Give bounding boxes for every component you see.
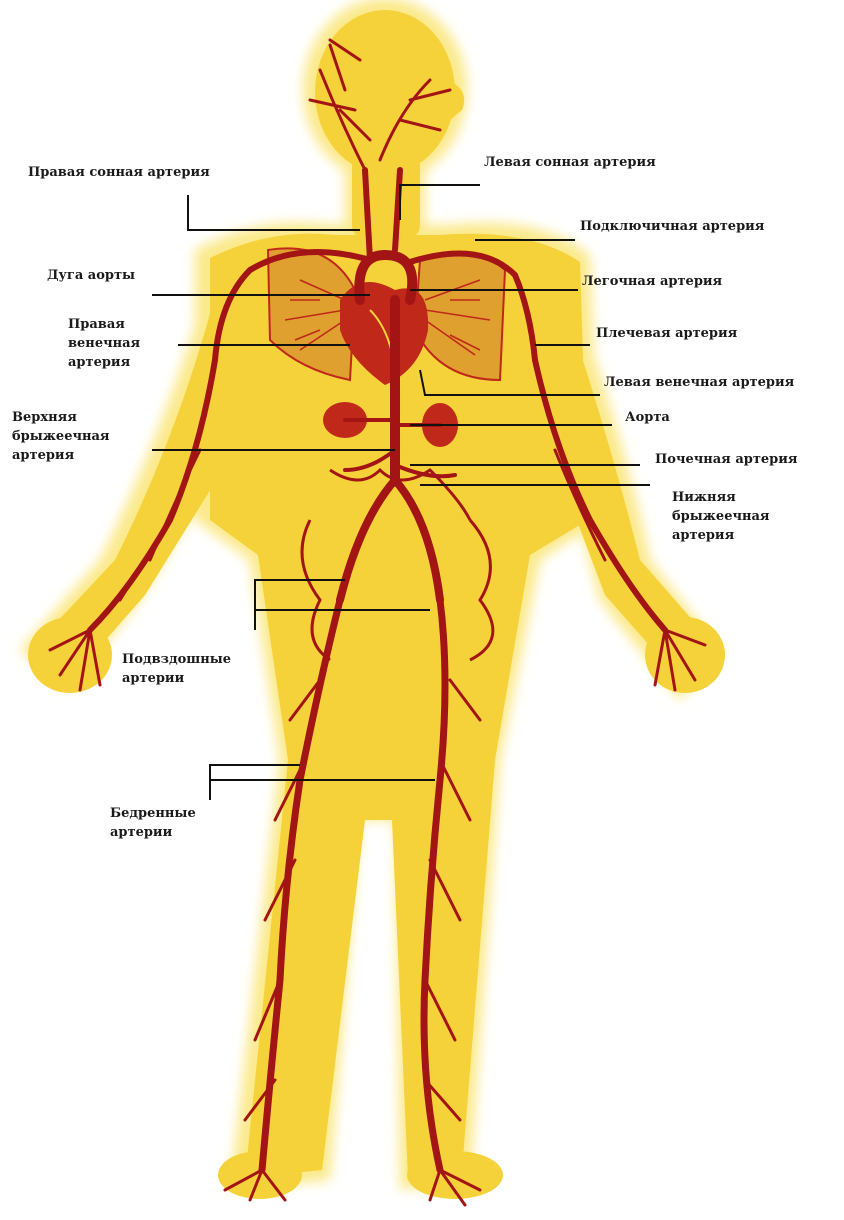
body-fill	[28, 10, 725, 1199]
label-iliac: Подвздошные артерии	[122, 650, 231, 688]
label-inferior-mesenteric: Нижняя брыжеечная артерия	[672, 488, 770, 545]
label-subclavian: Подключичная артерия	[580, 217, 764, 236]
label-pulmonary: Легочная артерия	[582, 272, 722, 291]
label-left-carotid: Левая сонная артерия	[484, 153, 656, 172]
label-left-coronary: Левая венечная артерия	[604, 373, 794, 392]
label-superior-mesenteric: Верхняя брыжеечная артерия	[12, 408, 110, 465]
label-aortic-arch: Дуга аорты	[47, 266, 135, 285]
label-renal: Почечная артерия	[655, 450, 798, 469]
label-right-carotid: Правая сонная артерия	[28, 163, 210, 182]
label-right-coronary: Правая венечная артерия	[68, 315, 140, 372]
label-brachial: Плечевая артерия	[596, 324, 737, 343]
label-femoral: Бедренные артерии	[110, 804, 196, 842]
label-aorta: Аорта	[625, 408, 670, 427]
